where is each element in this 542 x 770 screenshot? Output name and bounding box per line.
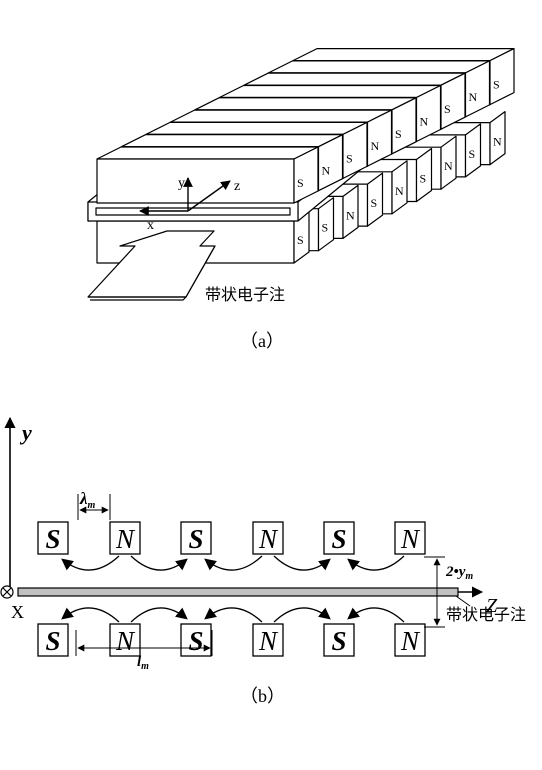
period-label: lm xyxy=(137,654,149,672)
axis-label-x-b: X xyxy=(11,602,24,622)
beam-label-leader xyxy=(455,595,471,607)
x-axis-into-page-icon xyxy=(0,585,14,599)
bottom-flux-arrow xyxy=(347,607,405,623)
bottom-magnet-pole-label: N xyxy=(115,626,136,656)
lower-pole-label: N xyxy=(395,184,404,198)
top-magnet: S xyxy=(323,521,355,555)
bottom-flux-arrow xyxy=(273,607,331,623)
top-magnet-pole-label: N xyxy=(115,524,136,554)
upper-pole-label: S xyxy=(346,151,353,165)
lower-pole-label: S xyxy=(469,147,476,161)
period-dimension xyxy=(75,630,213,656)
top-magnet-pole-label: S xyxy=(45,524,60,554)
caption-a: （a） xyxy=(240,331,284,351)
upper-pole-label: N xyxy=(371,139,380,153)
gap-dimension xyxy=(424,556,445,628)
z-axis-arrow xyxy=(187,180,231,212)
upper-pole-label: N xyxy=(322,164,331,178)
lower-pole-label: S xyxy=(297,233,304,247)
beam-label-a: 带状电子注 xyxy=(205,285,285,304)
axis-label-z: z xyxy=(234,179,240,194)
electron-beam-sheet xyxy=(87,230,216,301)
wiggler-cross-section: y Z X S N S N S N S N S N S N λm lm xyxy=(0,416,526,672)
bottom-magnet-pole-label: N xyxy=(258,626,279,656)
top-magnet-pole-label: S xyxy=(188,524,203,554)
upper-pole-label: S xyxy=(493,78,500,92)
upper-magnet-block: S xyxy=(96,146,319,204)
top-flux-arrow xyxy=(347,555,405,571)
wiggler-3d-diagram: N S N S N S N S S S N S N S N S N S xyxy=(87,47,515,301)
lower-pole-label: S xyxy=(322,221,329,235)
lower-pole-label: N xyxy=(346,208,355,222)
lambda-label: λm xyxy=(79,489,96,511)
bottom-flux-arrow xyxy=(130,607,188,623)
upper-pole-label: S xyxy=(297,176,304,190)
lower-pole-label: N xyxy=(493,135,502,149)
top-flux-arrow xyxy=(273,555,331,571)
top-magnet: S xyxy=(180,521,212,555)
top-magnet-pole-label: N xyxy=(400,524,421,554)
bottom-magnet: N xyxy=(109,623,141,657)
caption-b: （b） xyxy=(240,686,285,706)
axis-label-y: y xyxy=(178,176,185,191)
bottom-magnet: S xyxy=(180,623,212,657)
electron-beam-bar xyxy=(17,587,459,597)
top-magnet: N xyxy=(394,521,426,555)
bottom-magnet: N xyxy=(252,623,284,657)
bottom-magnet-pole-label: S xyxy=(331,626,346,656)
top-flux-arrow xyxy=(204,555,263,571)
beam-label-b: 带状电子注 xyxy=(446,605,526,624)
top-magnet: N xyxy=(252,521,284,555)
upper-pole-label: N xyxy=(469,90,478,104)
bottom-magnet-pole-label: N xyxy=(400,626,421,656)
bottom-flux-arrow xyxy=(204,607,263,623)
top-flux-arrow xyxy=(61,555,120,571)
upper-pole-label: S xyxy=(444,102,451,116)
flux-arrows xyxy=(61,555,405,623)
top-flux-arrow xyxy=(130,555,188,571)
lower-pole-label: S xyxy=(371,196,378,210)
top-magnet: S xyxy=(37,521,69,555)
bottom-magnet-pole-label: S xyxy=(45,626,60,656)
axis-label-x: x xyxy=(147,218,154,233)
coordinate-axes xyxy=(139,177,231,216)
top-magnet-pole-label: S xyxy=(331,524,346,554)
axis-label-y-b: y xyxy=(19,420,32,445)
lower-pole-label: N xyxy=(444,159,453,173)
bottom-magnet-pole-label: S xyxy=(188,626,203,656)
gap-label: 2•ym xyxy=(445,564,473,582)
bottom-magnet: S xyxy=(37,623,69,657)
bottom-flux-arrow xyxy=(61,607,120,623)
upper-pole-label: S xyxy=(395,127,402,141)
upper-magnet-row: S N S N S N S N S xyxy=(96,47,515,204)
top-magnet: N xyxy=(109,521,141,555)
axis-label-z-b: Z xyxy=(486,595,498,617)
lower-pole-label: S xyxy=(420,172,427,186)
bottom-magnet: S xyxy=(323,623,355,657)
lambda-dimension xyxy=(77,494,111,520)
upper-pole-label: N xyxy=(420,115,429,129)
bottom-magnet: N xyxy=(394,623,426,657)
top-magnet-pole-label: N xyxy=(258,524,279,554)
